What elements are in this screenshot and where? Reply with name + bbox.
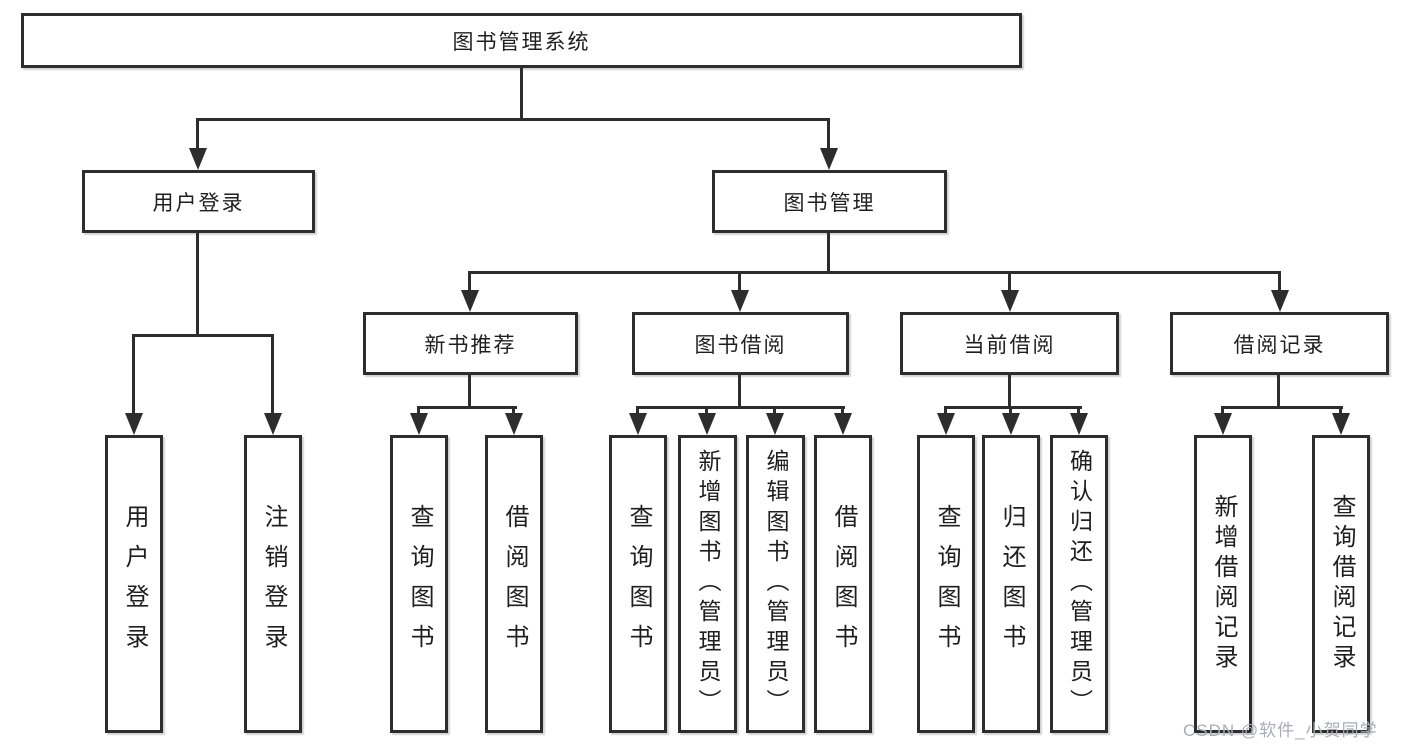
leaf-return-books: 归还图书	[982, 435, 1040, 733]
connector-line	[1277, 375, 1280, 409]
connector-line	[1009, 406, 1012, 415]
leaf-confirm-return-admin: 确认归还（管理员）	[1050, 435, 1108, 733]
arrow-down-icon	[461, 290, 479, 312]
arrow-down-icon	[1001, 290, 1019, 312]
node-label: 新书推荐	[424, 333, 517, 357]
leaf-query-books-borrow: 查询图书	[609, 435, 667, 733]
node-label: 用户登录	[152, 191, 245, 215]
arrow-down-icon	[766, 413, 784, 435]
node-label: 图书借阅	[694, 333, 787, 357]
arrow-down-icon	[731, 290, 749, 312]
leaf-user-login: 用户登录	[105, 435, 163, 733]
connector-line	[1008, 375, 1011, 409]
connector-line	[827, 118, 830, 152]
connector-line	[1339, 406, 1342, 415]
leaf-label: 确认归还（管理员）	[1066, 449, 1093, 719]
connector-line	[196, 233, 199, 336]
node-new-book-recommend: 新书推荐	[363, 312, 578, 375]
arrow-down-icon	[125, 413, 143, 435]
node-root: 图书管理系统	[21, 13, 1022, 68]
leaf-borrow-books-recommend: 借阅图书	[485, 435, 543, 733]
node-current-borrowing: 当前借阅	[900, 312, 1119, 375]
arrow-down-icon	[1332, 413, 1350, 435]
leaf-logout: 注销登录	[244, 435, 302, 733]
arrow-down-icon	[698, 413, 716, 435]
leaf-label: 编辑图书（管理员）	[763, 449, 789, 719]
connector-line	[738, 375, 741, 409]
arrow-down-icon	[834, 413, 852, 435]
connector-line	[636, 406, 639, 415]
connector-line	[132, 334, 135, 414]
leaf-label: 用户登录	[121, 504, 148, 664]
leaf-label: 借阅图书	[501, 504, 528, 664]
leaf-add-books-admin: 新增图书（管理员）	[678, 435, 737, 733]
leaf-label: 查询图书	[625, 504, 652, 664]
node-label: 当前借阅	[963, 333, 1056, 357]
arrow-down-icon	[1002, 413, 1020, 435]
arrow-down-icon	[1214, 413, 1232, 435]
leaf-label: 借阅图书	[830, 504, 857, 664]
leaf-label: 新增借阅记录	[1210, 494, 1237, 674]
connector-line	[196, 118, 199, 152]
connector-line	[468, 375, 471, 409]
connector-line	[468, 271, 1281, 274]
arrow-down-icon	[410, 413, 428, 435]
arrow-down-icon	[264, 413, 282, 435]
leaf-query-books-recommend: 查询图书	[390, 435, 448, 733]
node-book-borrowing: 图书借阅	[632, 312, 849, 375]
leaf-add-borrow-record: 新增借阅记录	[1194, 435, 1252, 733]
node-label: 借阅记录	[1233, 333, 1326, 357]
node-book-management: 图书管理	[712, 170, 947, 233]
leaf-label: 注销登录	[260, 504, 287, 664]
arrow-down-icon	[937, 413, 955, 435]
leaf-label: 查询图书	[933, 504, 960, 664]
connector-line	[738, 271, 741, 293]
connector-line	[773, 406, 776, 415]
connector-line	[1008, 271, 1011, 293]
connector-line	[417, 406, 517, 409]
leaf-label: 查询图书	[406, 504, 433, 664]
connector-line	[944, 406, 947, 415]
connector-line	[636, 406, 845, 409]
node-root-label: 图书管理系统	[452, 30, 591, 54]
arrow-down-icon	[505, 413, 523, 435]
connector-line	[417, 406, 420, 415]
connector-line	[512, 406, 515, 415]
leaf-borrow-books: 借阅图书	[814, 435, 872, 733]
node-user-login: 用户登录	[82, 170, 315, 233]
connector-line	[705, 406, 708, 415]
node-label: 图书管理	[783, 191, 876, 215]
connector-line	[1278, 271, 1281, 293]
leaf-query-books-current: 查询图书	[917, 435, 975, 733]
connector-line	[841, 406, 844, 415]
connector-line	[468, 271, 471, 293]
arrow-down-icon	[820, 148, 838, 170]
node-borrowing-records: 借阅记录	[1170, 312, 1389, 375]
leaf-query-borrow-record: 查询借阅记录	[1312, 435, 1370, 733]
leaf-label: 查询借阅记录	[1328, 494, 1355, 674]
connector-line	[271, 334, 274, 414]
connector-line	[1221, 406, 1224, 415]
arrow-down-icon	[629, 413, 647, 435]
arrow-down-icon	[1271, 290, 1289, 312]
arrow-down-icon	[189, 148, 207, 170]
arrow-down-icon	[1070, 413, 1088, 435]
watermark-text: CSDN @软件_小贺同学	[1183, 721, 1378, 740]
leaf-label: 归还图书	[998, 504, 1025, 664]
connector-line	[520, 67, 523, 120]
connector-line	[1221, 406, 1343, 409]
leaf-edit-books-admin: 编辑图书（管理员）	[746, 435, 805, 733]
connector-line	[944, 406, 1082, 409]
connector-line	[1077, 406, 1080, 415]
leaf-label: 新增图书（管理员）	[695, 449, 721, 719]
connector-line	[827, 233, 830, 274]
connector-line	[132, 334, 274, 337]
connector-line	[196, 118, 830, 121]
